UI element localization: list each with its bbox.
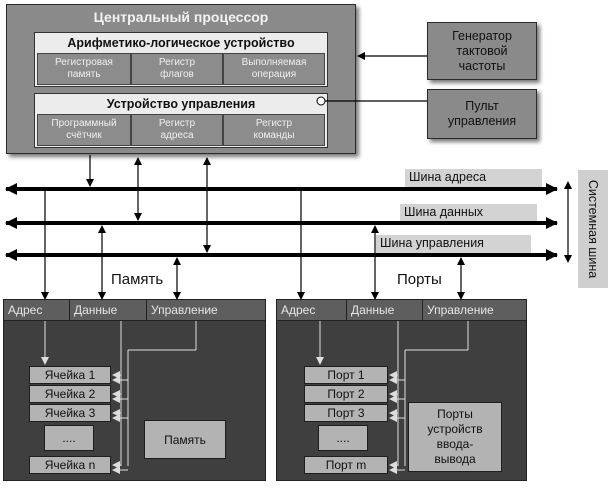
control-unit-panel: Устройство управления Программный счётчи… <box>34 93 328 148</box>
system-bus-label: Системная шина <box>578 170 608 288</box>
instruction-register: Регистр команды <box>223 114 325 146</box>
alu-current-operation: Выполняемая операция <box>223 53 325 85</box>
ports-header-address: Адрес <box>277 300 347 320</box>
memory-header: Адрес Данные Управление <box>3 299 266 321</box>
control-console: Пульт управления <box>427 89 537 139</box>
alu-title: Арифметико-логическое устройство <box>67 36 295 50</box>
memory-cell: Ячейка 3 <box>29 404 111 422</box>
memory-cell: Ячейка 1 <box>29 366 111 384</box>
ports-inner-label: Порты устройств ввода- вывода <box>408 402 502 472</box>
ports-header-data: Данные <box>347 300 423 320</box>
ports-section-label: Порты <box>397 271 442 288</box>
cpu-title: Центральный процессор <box>93 9 269 25</box>
alu-panel: Арифметико-логическое устройство Регистр… <box>34 32 328 87</box>
ports-header: Адрес Данные Управление <box>276 299 527 321</box>
ports-internal-wiring <box>316 321 469 474</box>
memory-cell-ellipsis: .... <box>44 425 94 451</box>
port-cell: Порт m <box>304 456 388 474</box>
memory-cell: Ячейка 2 <box>29 385 111 403</box>
cpu-block: Центральный процессор Арифметико-логичес… <box>6 4 356 154</box>
port-cell: Порт 1 <box>304 366 388 384</box>
alu-register-memory: Регистровая память <box>37 53 131 85</box>
port-cell-ellipsis: .... <box>318 425 368 451</box>
memory-inner-label: Память <box>144 420 226 459</box>
console-connector-node <box>316 96 326 106</box>
control-unit-title: Устройство управления <box>106 97 256 111</box>
memory-header-control: Управление <box>151 303 218 317</box>
memory-cell: Ячейка n <box>29 456 111 474</box>
memory-header-data: Данные <box>70 300 147 320</box>
memory-section-label: Память <box>111 271 164 288</box>
address-register: Регистр адреса <box>131 114 223 146</box>
port-cell: Порт 2 <box>304 385 388 403</box>
memory-internal-wiring <box>41 321 197 474</box>
clock-generator: Генератор тактовой частоты <box>427 22 537 80</box>
port-cell: Порт 3 <box>304 404 388 422</box>
alu-flags-register: Регистр флагов <box>131 53 223 85</box>
ports-header-control: Управление <box>427 303 494 317</box>
program-counter: Программный счётчик <box>37 114 131 146</box>
memory-header-address: Адрес <box>4 300 70 320</box>
